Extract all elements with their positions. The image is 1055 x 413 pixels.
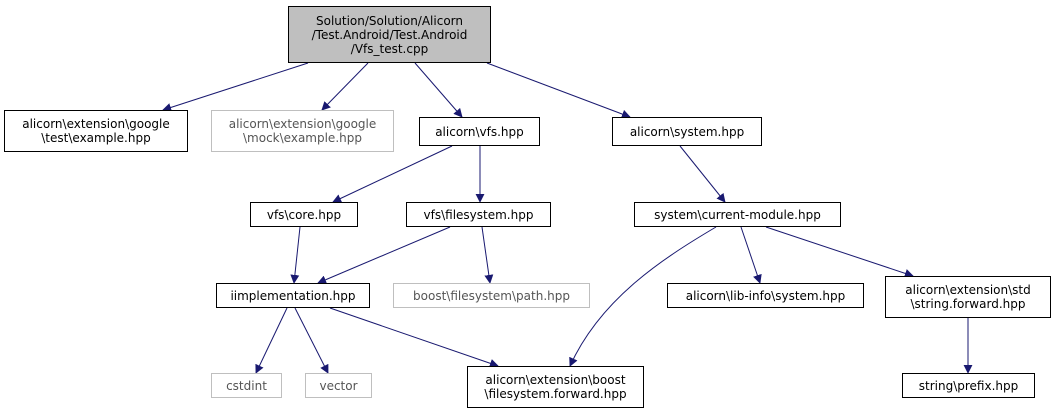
edge-root-gmock [321, 62, 369, 111]
edge-currentmodule-stringforward [765, 226, 914, 278]
edge-core-iimpl [290, 226, 301, 284]
node-boost-filesystem-path[interactable]: boost\filesystem\path.hpp [393, 283, 590, 308]
edge-filesystem-boostpath [481, 226, 494, 284]
node-alicorn-system[interactable]: alicorn\system.hpp [612, 117, 762, 146]
node-alicorn-vfs[interactable]: alicorn\vfs.hpp [419, 117, 540, 146]
node-lib-info-system[interactable]: alicorn\lib-info\system.hpp [667, 283, 864, 308]
edge-currentmodule-fsforward [569, 226, 717, 367]
edge-root-vfs [414, 62, 463, 118]
edge-vfs-core [332, 145, 453, 203]
node-string-forward[interactable]: alicorn\extension\std \string.forward.hp… [885, 276, 1051, 318]
edge-iimpl-fsforward [329, 307, 499, 368]
node-filesystem-forward[interactable]: alicorn\extension\boost \filesystem.forw… [467, 366, 644, 408]
node-iimplementation[interactable]: iimplementation.hpp [216, 283, 370, 308]
edge-iimpl-cstdint [255, 307, 288, 374]
edge-system-currentmodule [679, 145, 726, 203]
node-current-module[interactable]: system\current-module.hpp [634, 202, 841, 227]
node-google-mock-example[interactable]: alicorn\extension\google \mock\example.h… [211, 110, 394, 152]
node-string-prefix[interactable]: string\prefix.hpp [902, 373, 1035, 398]
edge-root-system [486, 62, 631, 119]
edge-iimpl-vector [294, 307, 329, 374]
node-vfs-filesystem[interactable]: vfs\filesystem.hpp [406, 202, 551, 227]
edge-currentmodule-libinfo [740, 226, 762, 284]
node-vfs-test-cpp[interactable]: Solution/Solution/Alicorn /Test.Android/… [288, 6, 491, 63]
node-vfs-core[interactable]: vfs\core.hpp [250, 202, 358, 227]
node-vector[interactable]: vector [305, 373, 372, 398]
node-google-test-example[interactable]: alicorn\extension\google \test\example.h… [4, 110, 188, 152]
node-cstdint[interactable]: cstdint [211, 373, 282, 398]
edge-filesystem-iimpl [317, 226, 451, 284]
edge-root-gtest [162, 62, 309, 112]
